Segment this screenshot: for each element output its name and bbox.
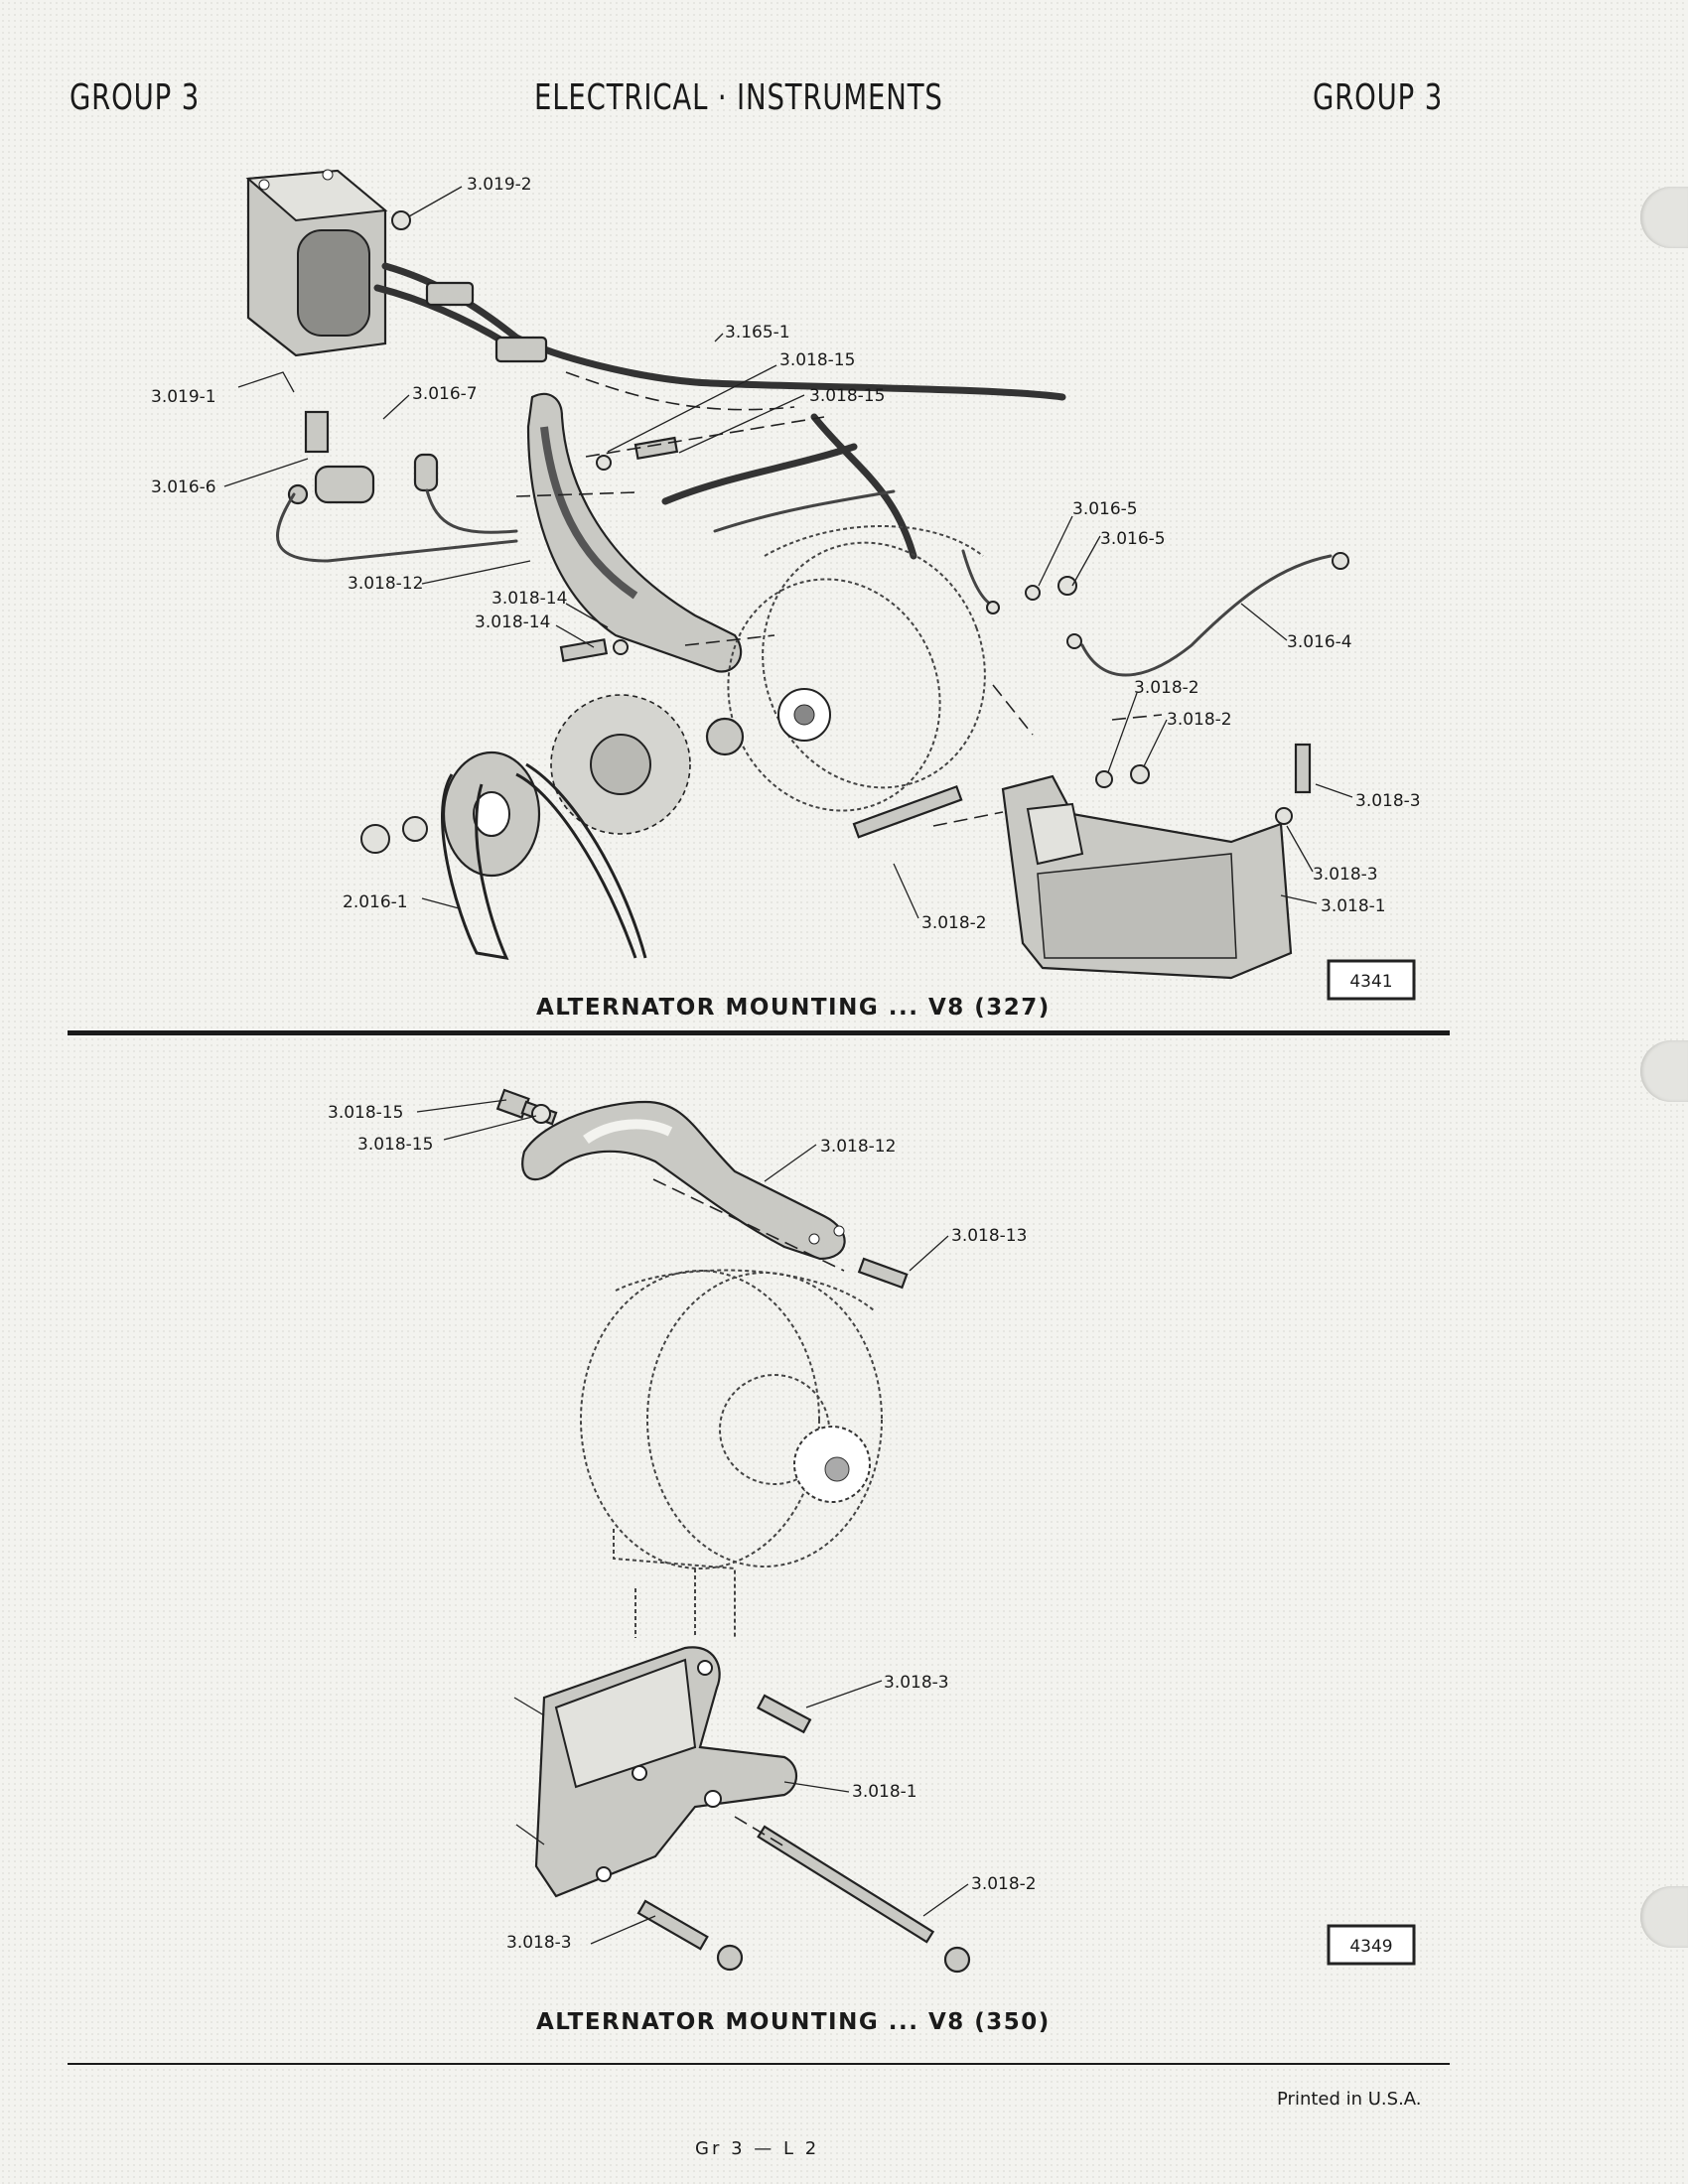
- callout-label: 3.018-12: [820, 1137, 896, 1157]
- header-group-right: GROUP 3: [1313, 77, 1444, 118]
- callout-label: 3.018-15: [779, 350, 855, 370]
- callout-label: 3.018-2: [1134, 678, 1199, 698]
- screw-icon: [391, 210, 411, 230]
- callout-label: 3.165-1: [725, 323, 790, 342]
- callout-label: 3.016-5: [1072, 499, 1138, 519]
- punch-hole-top: [1640, 187, 1688, 248]
- header-title: ELECTRICAL · INSTRUMENTS: [534, 77, 943, 118]
- diagram-caption: ALTERNATOR MOUNTING ... V8 (327): [536, 995, 1051, 1021]
- pulley-belt-icon: [441, 751, 647, 960]
- callout-label: 2.016-1: [343, 892, 408, 912]
- footer-rule: [68, 2063, 1450, 2065]
- alternator-icon: [580, 1269, 883, 1638]
- figure-number-box: [1327, 959, 1416, 1001]
- nut-icon: [360, 824, 390, 854]
- spacer-icon: [705, 717, 745, 756]
- callout-label: 3.018-13: [951, 1226, 1027, 1246]
- connector-icon: [425, 281, 475, 307]
- diagram-caption: ALTERNATOR MOUNTING ... V8 (350): [536, 2009, 1051, 2035]
- callout-label: 3.018-2: [1167, 710, 1232, 730]
- callout-label: 3.018-2: [971, 1874, 1037, 1894]
- figure-number-box: [1327, 1924, 1416, 1966]
- bolt-icon: [495, 1088, 558, 1126]
- callout-label: 3.016-7: [412, 384, 478, 404]
- callout-label: 3.018-3: [1313, 865, 1378, 885]
- printed-note: Printed in U.S.A.: [1277, 2089, 1422, 2110]
- callout-label: 3.016-4: [1287, 632, 1352, 652]
- callout-label: 3.018-3: [506, 1933, 572, 1953]
- bolt-icon: [559, 436, 1312, 839]
- mounting-bracket-icon: [534, 1646, 798, 1898]
- callout-label: 3.016-6: [151, 478, 216, 497]
- adjusting-bracket-icon: [526, 392, 743, 673]
- callout-label: 3.018-2: [921, 913, 987, 933]
- callout-label: 3.016-5: [1100, 529, 1166, 549]
- callout-label: 3.018-14: [492, 589, 567, 609]
- callout-label: 3.018-15: [328, 1103, 403, 1123]
- callout-label: 3.019-2: [467, 175, 532, 195]
- callout-label: 3.018-3: [1355, 791, 1421, 811]
- bottom-diagram-art: [416, 1088, 971, 1974]
- callout-label: 3.018-14: [475, 613, 550, 632]
- callout-label: 3.018-1: [852, 1782, 917, 1802]
- bolt-icon: [636, 1694, 971, 1974]
- punch-hole-bottom: [1640, 1886, 1688, 1948]
- page-reference: Gr 3 — L 2: [695, 2138, 820, 2159]
- top-diagram-art: [223, 169, 1353, 980]
- alternator-icon: [727, 525, 986, 812]
- figure-number: 4341: [1349, 972, 1392, 992]
- figure-number: 4349: [1349, 1937, 1392, 1957]
- callout-label: 3.018-1: [1321, 896, 1386, 916]
- header-group-left: GROUP 3: [70, 77, 201, 118]
- section-divider: [68, 1030, 1450, 1035]
- capacitor-icon: [276, 410, 518, 563]
- callout-label: 3.018-15: [809, 386, 885, 406]
- callout-label: 3.018-3: [884, 1673, 949, 1693]
- fan-icon: [550, 694, 691, 835]
- callout-label: 3.018-12: [348, 574, 423, 594]
- voltage-regulator-icon: [245, 169, 388, 357]
- bolt-icon: [857, 1257, 909, 1290]
- punch-hole-middle: [1640, 1040, 1688, 1102]
- callout-label: 3.019-1: [151, 387, 216, 407]
- adjusting-bracket-icon: [521, 1100, 846, 1261]
- ground-strap-icon: [1080, 554, 1333, 677]
- callout-label: 3.018-15: [357, 1135, 433, 1155]
